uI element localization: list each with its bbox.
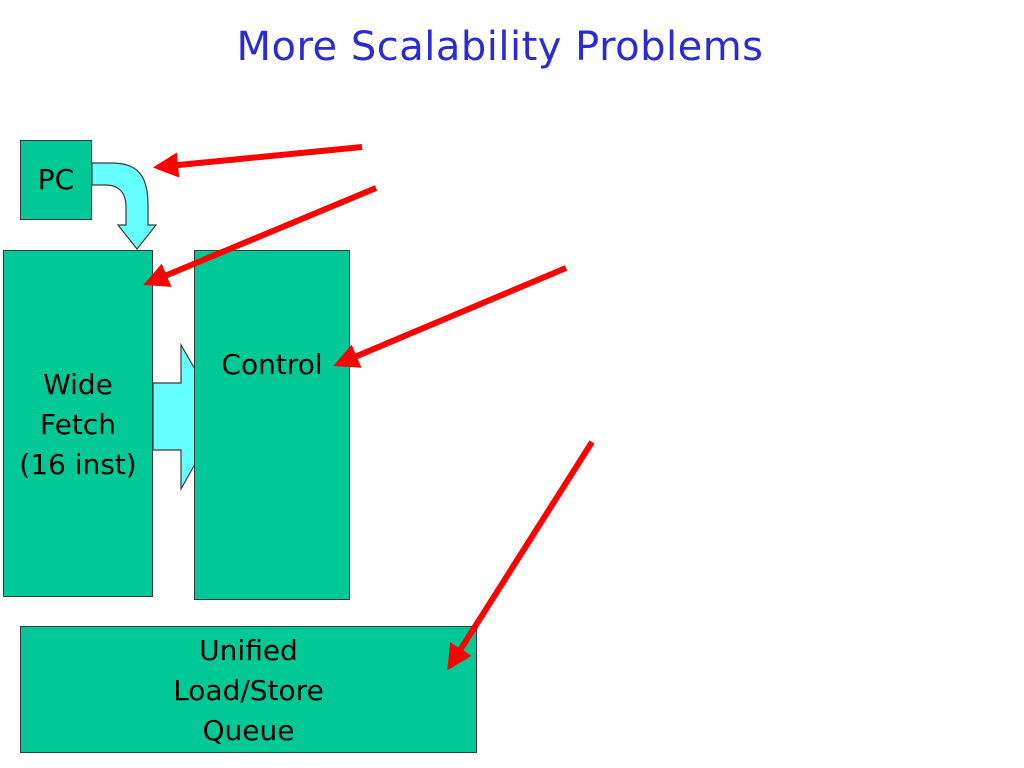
- lsq-line-2: Load/Store: [173, 674, 324, 707]
- pointer-arrow-to-pc: [152, 144, 363, 178]
- wide-fetch-line-3: (16 inst): [19, 448, 137, 481]
- wide-fetch-line-1: Wide: [43, 368, 113, 401]
- pointer-arrow-to-control: [333, 265, 568, 368]
- pc-label: PC: [37, 163, 75, 196]
- lsq-line-1: Unified: [199, 634, 298, 667]
- wide-fetch-block: Wide Fetch (16 inst): [3, 250, 153, 597]
- slide-title: More Scalability Problems: [236, 24, 764, 70]
- pc-to-fetch-arrow: [91, 162, 158, 250]
- load-store-queue-block: Unified Load/Store Queue: [20, 626, 477, 753]
- wide-fetch-line-2: Fetch: [40, 408, 116, 441]
- control-block: Control: [194, 250, 350, 600]
- pc-block: PC: [20, 140, 92, 220]
- lsq-line-3: Queue: [202, 714, 295, 747]
- control-label: Control: [221, 348, 323, 381]
